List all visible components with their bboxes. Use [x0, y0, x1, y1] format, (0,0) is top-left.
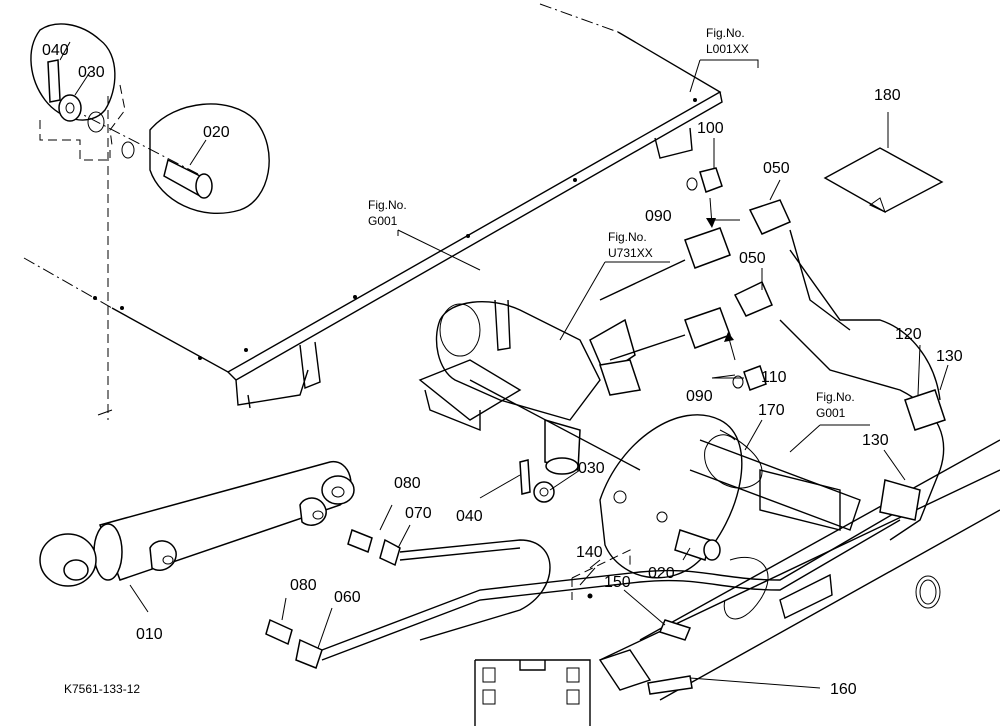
- part-label-060: 060: [334, 589, 361, 606]
- hydraulic-cylinder: [39, 461, 355, 587]
- part-label-020-upper: 020: [203, 124, 230, 141]
- lift-arm: [599, 414, 861, 579]
- pin-detail: [30, 23, 270, 420]
- part-label-120: 120: [895, 326, 922, 343]
- labels: Fig.No. L001XX Fig.No. G001 Fig.No. U731…: [42, 26, 963, 698]
- part-label-130-lower: 130: [862, 432, 889, 449]
- part-label-130-upper: 130: [936, 348, 963, 365]
- part-label-160: 160: [830, 681, 857, 698]
- drawing-code: K7561-133-12: [64, 682, 140, 696]
- part-label-080-lower: 080: [290, 577, 317, 594]
- fig-ref-l001xx-line1: Fig.No.: [706, 26, 745, 40]
- bottom-bracket: [474, 659, 591, 726]
- part-label-030-lower: 030: [578, 460, 605, 477]
- part-label-070: 070: [405, 505, 432, 522]
- leader-lines: [59, 41, 949, 689]
- part-label-040-lower: 040: [456, 508, 483, 525]
- fig-ref-u731xx-line1: Fig.No.: [608, 230, 647, 244]
- fig-ref-g001-left-line2: G001: [368, 214, 398, 228]
- part-label-030-upper: 030: [78, 64, 105, 81]
- fig-ref-g001-left-line1: Fig.No.: [368, 198, 407, 212]
- part-label-040-upper: 040: [42, 42, 69, 59]
- part-label-020-lower: 020: [648, 565, 675, 582]
- part-label-090-lower: 090: [686, 388, 713, 405]
- part-label-170: 170: [758, 402, 785, 419]
- lower-pin-set: [519, 459, 721, 561]
- frame-plate: [23, 3, 723, 409]
- part-label-050-lower: 050: [739, 250, 766, 267]
- part-label-010: 010: [136, 626, 163, 643]
- part-label-140: 140: [576, 544, 603, 561]
- fig-ref-u731xx-line2: U731XX: [608, 246, 653, 260]
- hose-assembly: [265, 167, 946, 669]
- part-label-150: 150: [604, 574, 631, 591]
- fig-ref-g001-right-line2: G001: [816, 406, 846, 420]
- decals: [571, 147, 944, 695]
- control-valve: [418, 299, 641, 475]
- part-label-080-upper: 080: [394, 475, 421, 492]
- part-label-100: 100: [697, 120, 724, 137]
- part-label-110: 110: [761, 369, 787, 386]
- fig-ref-g001-right-line1: Fig.No.: [816, 390, 855, 404]
- part-label-090-upper: 090: [645, 208, 672, 225]
- part-label-050-upper: 050: [763, 160, 790, 177]
- part-label-180: 180: [874, 87, 901, 104]
- fig-ref-l001xx-line2: L001XX: [706, 42, 749, 56]
